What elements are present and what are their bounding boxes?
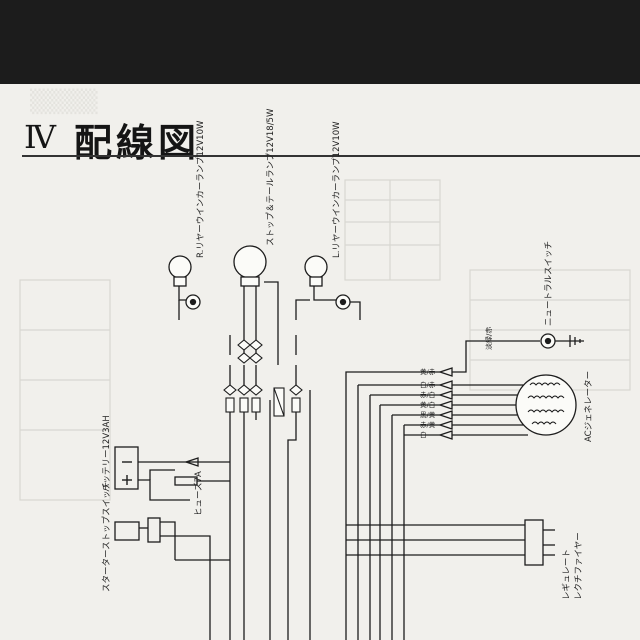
stop-tail-lamp-label: ストップ＆テールランプ12V18/5W xyxy=(266,108,276,246)
title-rule xyxy=(22,155,640,157)
r-turn-ground-icon xyxy=(185,294,201,310)
ac-generator-icon xyxy=(515,374,577,436)
wire-label: 黄/白 xyxy=(420,401,436,409)
l-turn-lamp-label: L.リヤーウインカーランプ12V10W xyxy=(332,121,342,258)
bleed-through: ▒▒▒▒ xyxy=(30,90,98,115)
starter-switch-label: スターターストップスイッチ xyxy=(102,481,112,592)
neutral-switch-icon xyxy=(540,333,556,349)
fuse-label: ヒューズ7A xyxy=(194,471,204,516)
wire-label: 赤/黄 xyxy=(420,421,436,429)
regulator-label: レギュレート レクチファイヤー xyxy=(562,532,584,600)
ac-generator-label: ACジェネレーター xyxy=(584,370,594,442)
l-turn-lamp-bulb-icon xyxy=(304,255,328,287)
wire-label: 白/赤 xyxy=(420,381,436,389)
section-numeral: Ⅳ xyxy=(24,118,56,156)
manual-page xyxy=(0,84,640,640)
wire-label-neutral: 淡緑/赤 xyxy=(485,326,493,350)
battery-icon xyxy=(122,461,132,485)
wire-label: 黄/赤 xyxy=(420,368,436,376)
page-title: 配線図 xyxy=(74,121,201,165)
battery-label: バッテリー12V3AH xyxy=(102,415,112,492)
stop-tail-lamp-bulb-icon xyxy=(233,245,267,287)
wires xyxy=(114,281,584,640)
connectors xyxy=(223,339,303,417)
r-turn-lamp-label: R.リヤーウインカーランプ12V10W xyxy=(196,120,206,258)
wire-label: 白 xyxy=(420,431,427,439)
wire-label: 赤/白 xyxy=(420,391,436,399)
l-turn-ground-icon xyxy=(335,294,351,310)
r-turn-lamp-bulb-icon xyxy=(168,255,192,287)
wire-label: 黒/黄 xyxy=(420,411,436,419)
neutral-switch-label: ニュートラルスイッチ xyxy=(544,240,554,326)
